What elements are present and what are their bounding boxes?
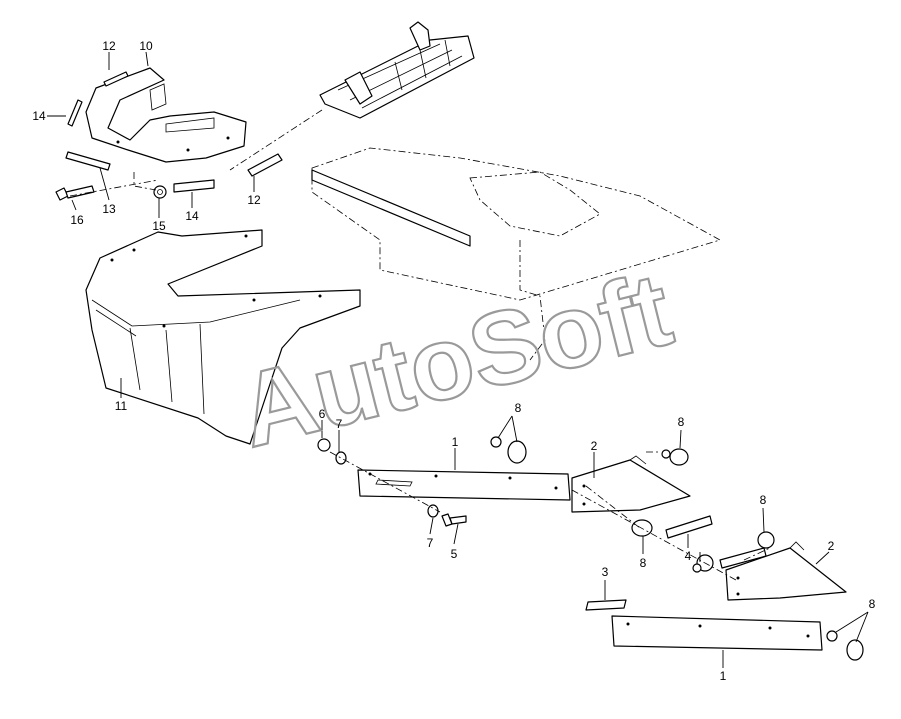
bar-1-upper <box>357 469 571 501</box>
body-panel-outline <box>229 109 722 361</box>
callout-7: 7 <box>427 536 434 550</box>
strip-4 <box>665 515 767 569</box>
chassis-frame <box>319 21 475 119</box>
callout-15: 15 <box>152 219 166 233</box>
callout-4: 4 <box>685 549 692 563</box>
mudflap-11 <box>85 229 361 445</box>
callout-14: 14 <box>185 209 199 223</box>
callout-labels: 12 10 14 13 16 15 14 12 11 6 7 1 8 2 8 7… <box>32 39 875 683</box>
callout-1: 1 <box>720 669 727 683</box>
callout-10: 10 <box>139 39 153 53</box>
callout-2: 2 <box>591 439 598 453</box>
upper-mudguard-10 <box>85 67 247 163</box>
bracket-2-a <box>571 455 691 513</box>
callout-1: 1 <box>452 435 459 449</box>
callout-16: 16 <box>70 213 84 227</box>
bracket-2-b <box>725 541 847 601</box>
callout-8: 8 <box>760 493 767 507</box>
leader-lines <box>47 51 869 668</box>
callout-14: 14 <box>32 109 46 123</box>
callout-3: 3 <box>602 565 609 579</box>
callout-11: 11 <box>115 399 128 413</box>
buffers-8 <box>490 436 864 661</box>
callout-2: 2 <box>828 539 835 553</box>
strips-12-14-13 <box>65 71 283 193</box>
callout-8: 8 <box>869 597 876 611</box>
bar-1-lower <box>611 615 823 651</box>
assembly-lines <box>69 172 771 581</box>
plate-3 <box>585 599 627 611</box>
callout-7: 7 <box>336 417 343 431</box>
callout-5: 5 <box>451 547 458 561</box>
callout-6: 6 <box>319 407 326 421</box>
fasteners-15-16 <box>55 185 167 201</box>
callout-8: 8 <box>515 401 522 415</box>
callout-12: 12 <box>247 193 261 207</box>
callout-12: 12 <box>102 39 116 53</box>
callout-8: 8 <box>678 415 685 429</box>
fasteners-5-6-7 <box>317 438 467 527</box>
callout-8: 8 <box>640 556 647 570</box>
callout-13: 13 <box>102 202 116 216</box>
